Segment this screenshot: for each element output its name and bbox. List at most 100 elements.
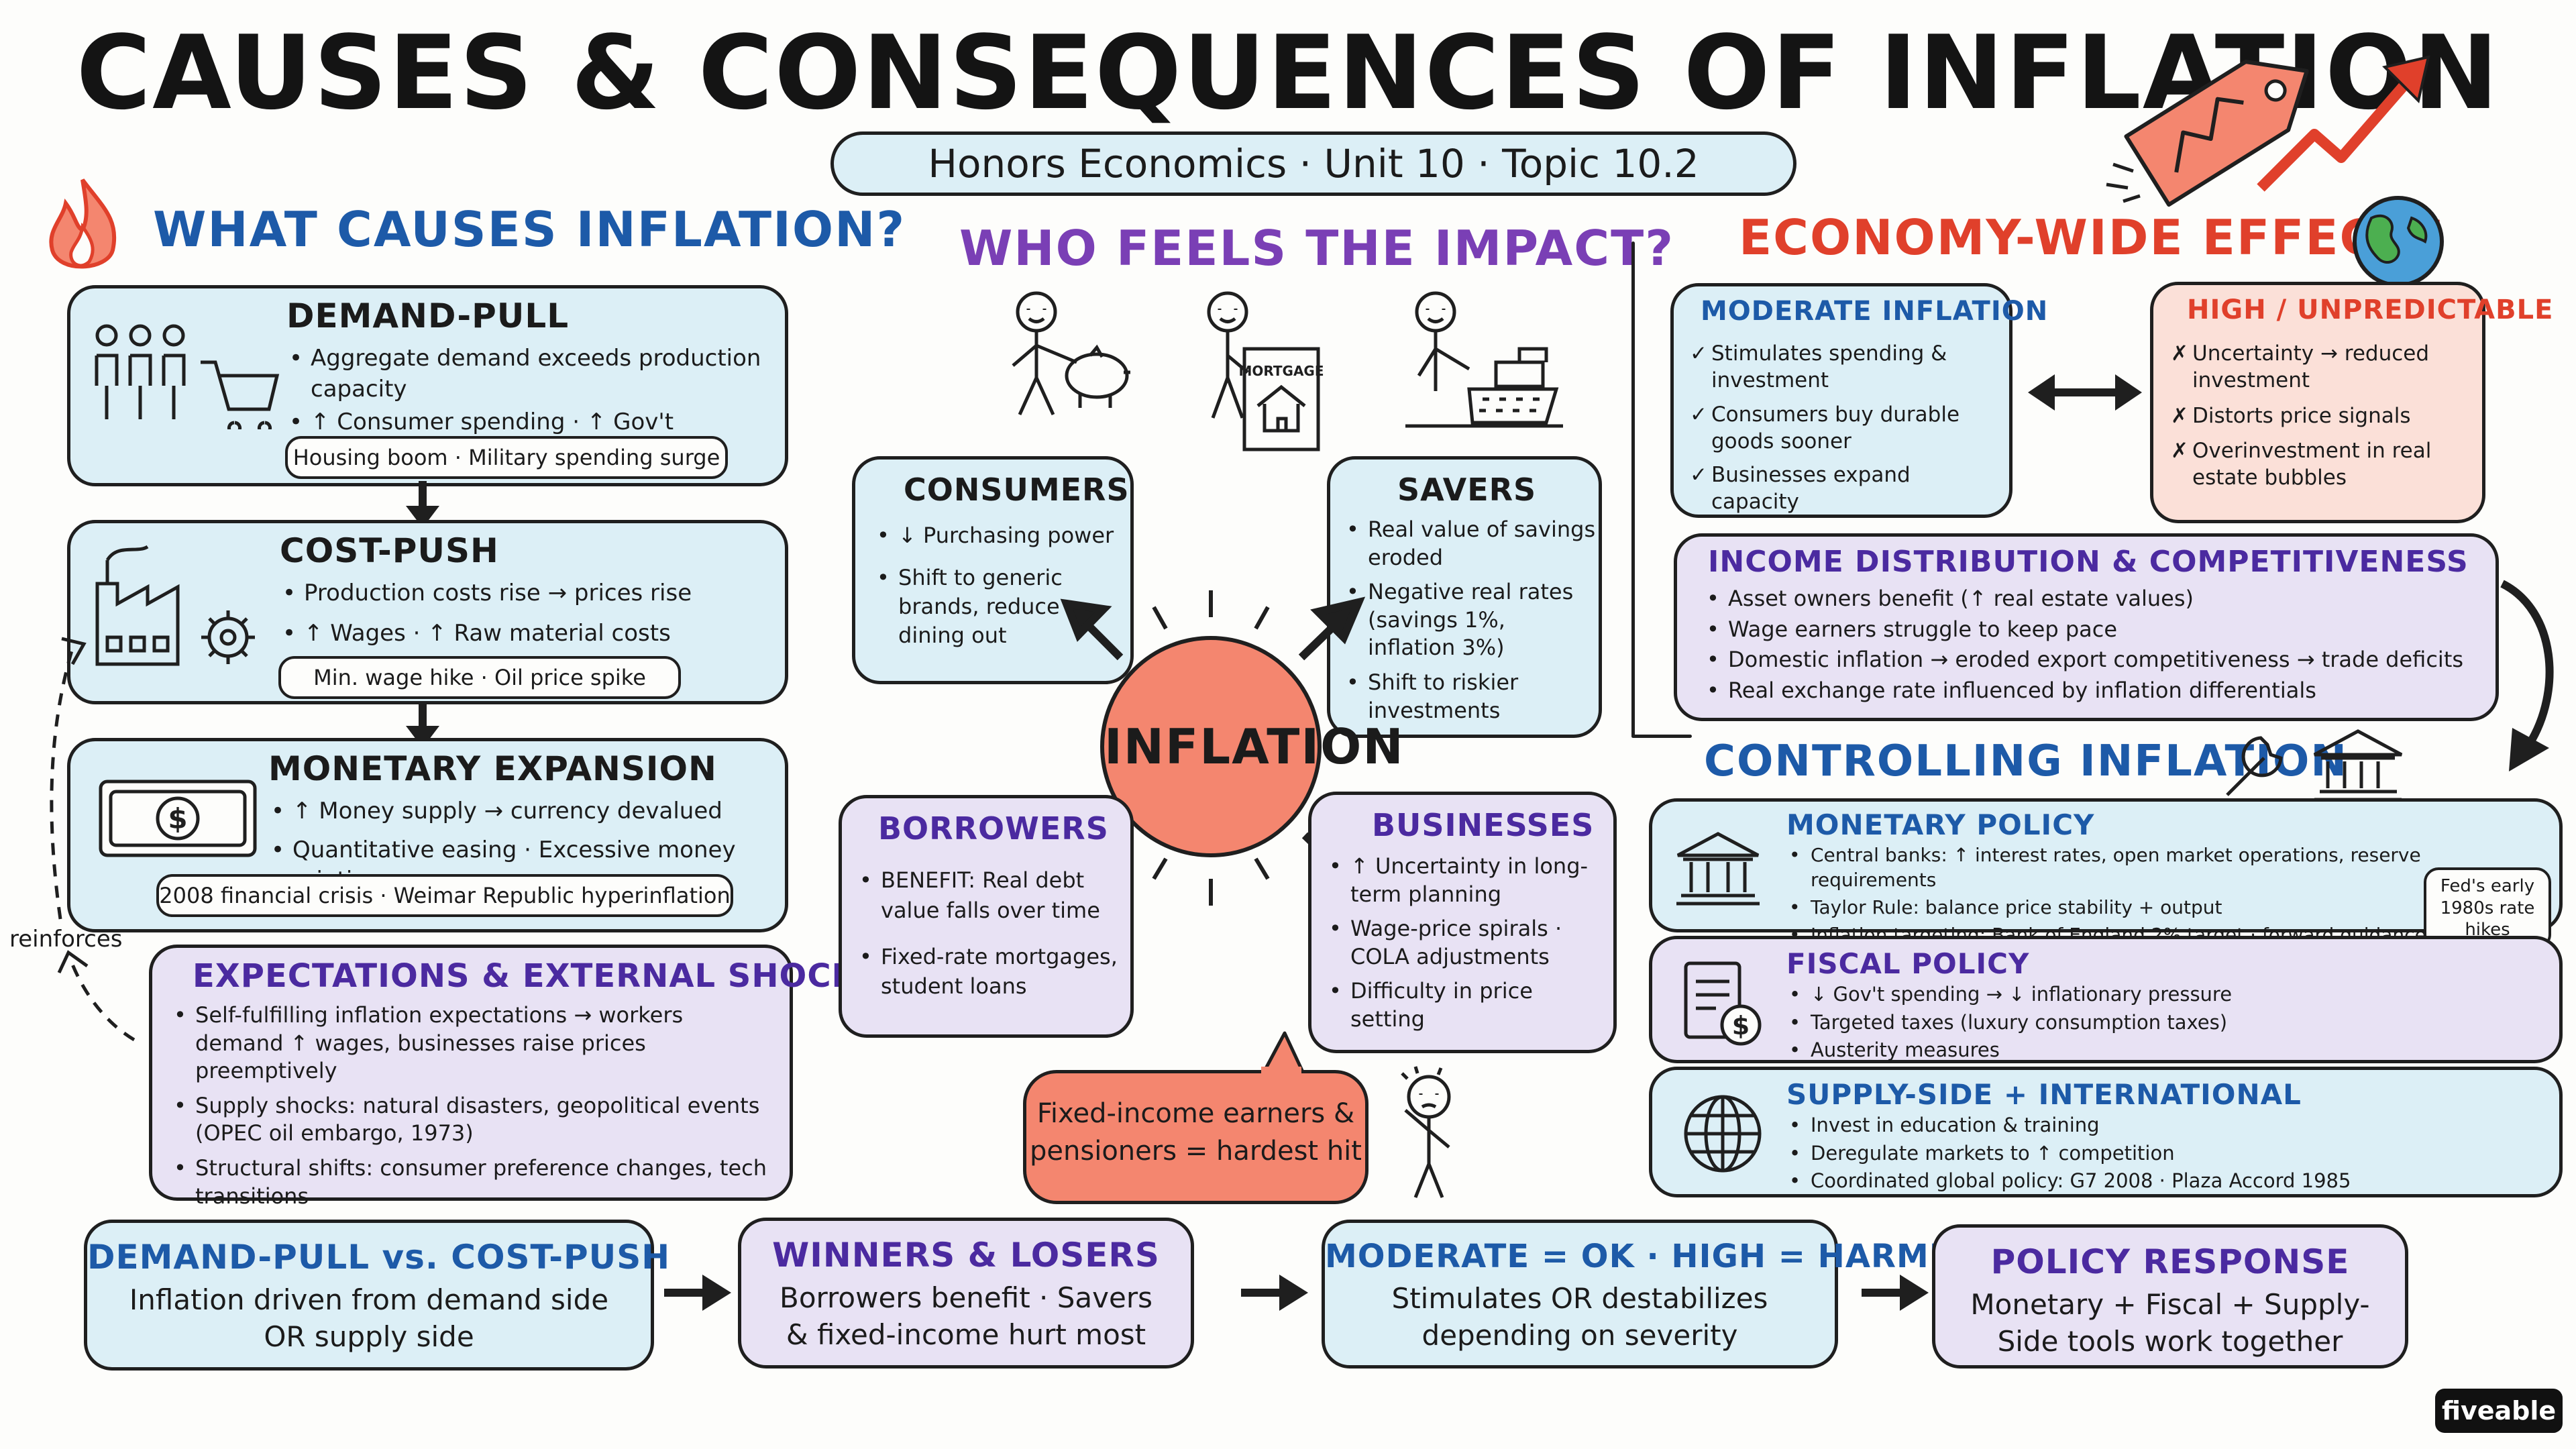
bullet-item: Real exchange rate influenced by inflati… <box>1704 677 2496 705</box>
businesses-bullets: ↑ Uncertainty in long-term planning Wage… <box>1326 853 1608 1036</box>
saver-register-icon <box>1405 291 1563 428</box>
fire-icon <box>49 178 117 269</box>
check-item: Consumers buy durable goods sooner <box>1687 401 2002 455</box>
bullet-item: ↓ Gov't spending → ↓ inflationary pressu… <box>1786 982 2524 1008</box>
expectations-bullets: Self-fulfilling inflation expectations →… <box>171 1002 775 1213</box>
summary-policy-response: POLICY RESPONSE Monetary + Fiscal + Supp… <box>1932 1224 2408 1368</box>
reinforces-label: reinforces <box>9 926 123 953</box>
summary-title: MODERATE = OK · HIGH = HARMFUL <box>1325 1238 2000 1275</box>
cross-item: Overinvestment in real estate bubbles <box>2168 437 2477 492</box>
monetary-policy-card: MONETARY POLICY Central banks: ↑ interes… <box>1649 798 2563 949</box>
column-divider <box>1631 241 1635 738</box>
cost-push-bullets: Production costs rise → prices rise ↑ Wa… <box>280 578 776 651</box>
expectations-title: EXPECTATIONS & EXTERNAL SHOCKS <box>193 957 881 995</box>
bullet-item: Real value of savings eroded <box>1344 516 1599 572</box>
globe-grid-icon <box>1684 1095 1762 1173</box>
bullet-item: Taylor Rule: balance price stability + o… <box>1786 896 2498 920</box>
income-distribution-card: INCOME DISTRIBUTION & COMPETITIVENESS As… <box>1674 533 2499 721</box>
controlling-heading: CONTROLLING INFLATION <box>1704 737 2348 786</box>
savers-card: SAVERS Real value of savings eroded Nega… <box>1327 456 1602 738</box>
summary-winners-losers: WINNERS & LOSERS Borrowers benefit · Sav… <box>738 1218 1194 1368</box>
svg-text:$: $ <box>1732 1011 1750 1040</box>
demand-pull-card: DEMAND-PULL Aggregate demand exceeds pro… <box>67 285 788 486</box>
demand-pull-title: DEMAND-PULL <box>286 297 570 335</box>
right-arrow-icon <box>1862 1275 1929 1311</box>
cross-item: Uncertainty → reduced investment <box>2168 340 2477 394</box>
businesses-title: BUSINESSES <box>1372 807 1595 843</box>
impact-heading: WHO FEELS THE IMPACT? <box>959 220 1674 276</box>
bullet-item: ↑ Money supply → currency devalued <box>268 796 785 827</box>
price-tag-arrow-icon <box>2106 55 2430 207</box>
bullet-item: Structural shifts: consumer preference c… <box>171 1155 775 1210</box>
monetary-policy-bullets: Central banks: ↑ interest rates, open ma… <box>1786 843 2498 951</box>
bullet-item: Targeted taxes (luxury consumption taxes… <box>1786 1010 2524 1036</box>
reinforces-arrows <box>50 637 136 1042</box>
bullet-item: Negative real rates (savings 1%, inflati… <box>1344 578 1599 662</box>
down-arrow-icon <box>406 701 439 748</box>
mortgage-document-icon: MORTGAGE <box>1207 291 1324 451</box>
bullet-item: Deregulate markets to ↑ competition <box>1786 1141 2524 1167</box>
consumer-piggy-bank-icon <box>1012 291 1130 416</box>
globe-icon <box>2353 196 2444 287</box>
callout-tail-cover <box>1261 1067 1301 1076</box>
consumers-card: CONSUMERS ↓ Purchasing power Shift to ge… <box>852 456 1134 684</box>
worried-person-icon <box>1401 1066 1451 1198</box>
right-arrow-icon <box>1241 1275 1308 1311</box>
savers-title: SAVERS <box>1397 472 1537 508</box>
inflation-center: INFLATION <box>1100 636 1403 857</box>
bullet-item: ↑ Uncertainty in long-term planning <box>1326 853 1608 908</box>
document-dollar-icon: $ <box>1684 961 1762 1046</box>
bullet-item: BENEFIT: Real debt value falls over time <box>857 865 1125 926</box>
consumers-title: CONSUMERS <box>904 472 1130 508</box>
bullet-item: Central banks: ↑ interest rates, open ma… <box>1786 843 2498 893</box>
borrowers-title: BORROWERS <box>878 810 1109 847</box>
bullet-item: Fixed-rate mortgages, student loans <box>857 942 1125 1002</box>
moderate-inflation-card: MODERATE INFLATION Stimulates spending &… <box>1670 283 2047 519</box>
summary-title: POLICY RESPONSE <box>1990 1242 2350 1281</box>
bullet-item: Wage earners struggle to keep pace <box>1704 616 2496 644</box>
borrowers-bullets: BENEFIT: Real debt value falls over time… <box>857 865 1125 1004</box>
column-divider <box>1631 735 1692 738</box>
svg-text:$: $ <box>168 802 187 835</box>
monetary-expansion-example: 2008 financial crisis · Weimar Republic … <box>156 874 733 917</box>
income-distribution-bullets: Asset owners benefit (↑ real estate valu… <box>1704 585 2496 707</box>
summary-text: Borrowers benefit · Savers & fixed-incom… <box>780 1281 1152 1351</box>
check-item: Businesses expand capacity <box>1687 462 2002 516</box>
summary-title: WINNERS & LOSERS <box>772 1236 1160 1275</box>
income-distribution-title: INCOME DISTRIBUTION & COMPETITIVENESS <box>1708 545 2469 579</box>
high-inflation-card: HIGH / UNPREDICTABLE Uncertainty → reduc… <box>2150 282 2553 523</box>
curved-arrow-icon <box>2500 580 2554 771</box>
moderate-inflation-bullets: Stimulates spending & investment Consume… <box>1687 340 2002 519</box>
double-arrow-icon <box>2028 374 2142 411</box>
expectations-card: EXPECTATIONS & EXTERNAL SHOCKS Self-fulf… <box>149 945 880 1209</box>
fiscal-policy-title: FISCAL POLICY <box>1786 947 2030 980</box>
fed-note: Fed's early 1980s rate hikes <box>2424 867 2551 949</box>
causes-heading: WHAT CAUSES INFLATION? <box>153 201 906 258</box>
people-cart-icon <box>95 324 280 429</box>
fixed-income-callout: Fixed-income earners & pensioners = hard… <box>1023 1070 1368 1204</box>
cost-push-title: COST-PUSH <box>280 531 499 570</box>
cross-item: Distorts price signals <box>2168 402 2477 430</box>
check-item: Stimulates spending & investment <box>1687 340 2002 394</box>
bullet-item: Austerity measures <box>1786 1038 2524 1063</box>
bullet-item: ↓ Purchasing power <box>874 521 1122 550</box>
fiscal-policy-card: $ FISCAL POLICY ↓ Gov't spending → ↓ inf… <box>1649 936 2563 1063</box>
bullet-item: Shift to riskier investments <box>1344 669 1599 724</box>
high-inflation-title: HIGH / UNPREDICTABLE <box>2187 294 2554 325</box>
bullet-item: Production costs rise → prices rise <box>280 578 776 609</box>
borrowers-card: BORROWERS BENEFIT: Real debt value falls… <box>839 795 1134 1038</box>
mortgage-label: MORTGAGE <box>1238 363 1324 379</box>
subtitle-pill: Honors Economics · Unit 10 · Topic 10.2 <box>830 131 1796 196</box>
wrench-bank-icon <box>2226 729 2403 802</box>
summary-title: DEMAND-PULL vs. COST-PUSH <box>87 1238 671 1277</box>
money-bill-icon: $ <box>99 780 257 857</box>
fiveable-logo: fiveable <box>2435 1389 2563 1433</box>
cost-push-card: COST-PUSH Production costs rise → prices… <box>67 520 788 704</box>
monetary-policy-title: MONETARY POLICY <box>1786 808 2095 841</box>
monetary-expansion-card: $ MONETARY EXPANSION ↑ Money supply → cu… <box>67 738 788 932</box>
consumers-bullets: ↓ Purchasing power Shift to generic bran… <box>874 521 1122 653</box>
businesses-card: BUSINESSES ↑ Uncertainty in long-term pl… <box>1308 792 1617 1053</box>
bullet-item: ↑ Wages · ↑ Raw material costs <box>280 619 776 649</box>
bullet-item: Shift to generic brands, reduce dining o… <box>874 564 1122 650</box>
bullet-item: Self-fulfilling inflation expectations →… <box>171 1002 775 1085</box>
